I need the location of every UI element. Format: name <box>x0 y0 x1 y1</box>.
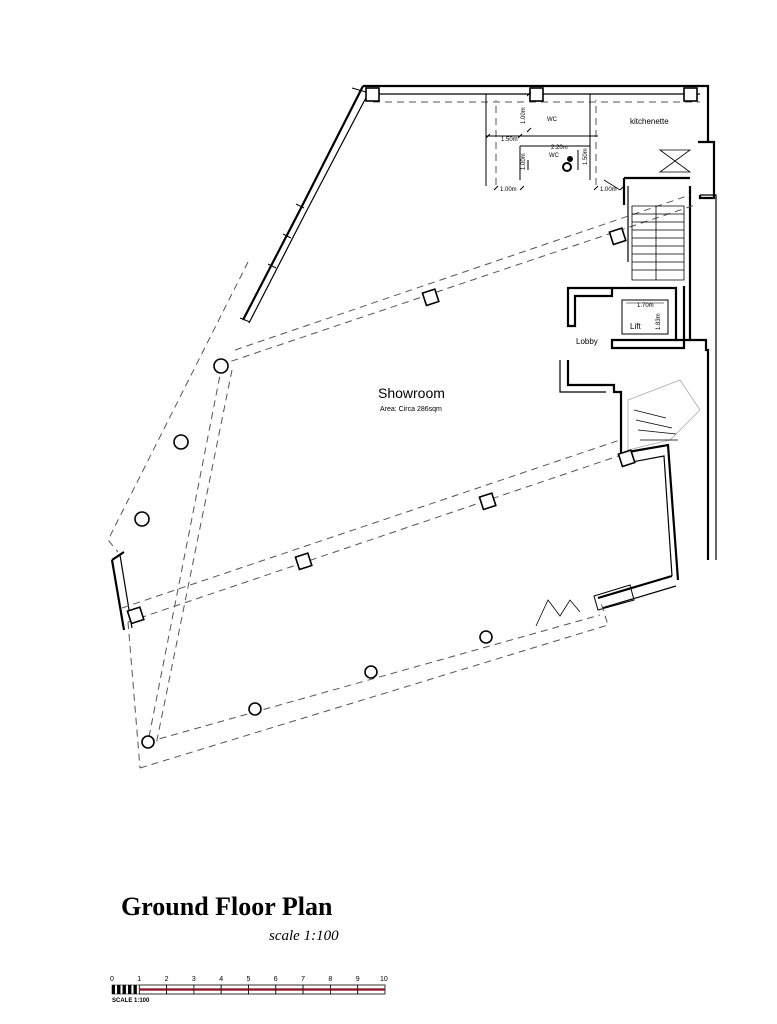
column-round <box>364 665 378 679</box>
stairs <box>627 149 701 451</box>
column-square <box>608 227 627 246</box>
scale-bar-subdivision <box>133 984 137 995</box>
scale-bar-subdivision <box>122 984 126 995</box>
room-label-showroom: Showroom <box>378 385 445 401</box>
dimension-wc-mid: 2.20m <box>551 145 568 151</box>
scale-bar-band <box>166 988 194 991</box>
column-round <box>479 630 493 644</box>
dimension-lift-depth: 1.83m <box>656 313 662 330</box>
scale-bar-tick-label: 8 <box>328 976 332 983</box>
dimension-labels: 1.00m 1.50m 2.20m 1.00m 1.50m 1.00m 1.00… <box>500 107 662 330</box>
dimension-wc-left-width: 1.50m <box>501 137 518 143</box>
scale-bar-subdivision <box>128 984 132 995</box>
scale-bar-tick-label: 5 <box>247 976 251 983</box>
column-square <box>478 492 497 511</box>
scale-bar-subdivision <box>111 984 115 995</box>
dashed-column-grid <box>107 100 700 769</box>
scale-bar-subdivision <box>117 984 121 995</box>
scale-bar-band <box>275 988 304 991</box>
scale-bar-subdivision <box>119 984 124 995</box>
room-label-kitchenette: kitchenette <box>630 117 669 126</box>
scale-bar-tick-label: 0 <box>110 976 114 983</box>
scale-bar-band <box>193 988 222 991</box>
column-square <box>529 87 544 102</box>
glazing-panels <box>239 87 635 611</box>
dimension-wc-width-top: 1.00m <box>521 107 527 124</box>
exterior-walls <box>110 84 717 631</box>
room-label-lobby: Lobby <box>576 337 598 346</box>
lift-shaft <box>621 299 669 335</box>
dimension-bottom-left: 1.00m <box>500 187 517 193</box>
scale-bar-subdivision <box>114 984 118 995</box>
column-square <box>126 606 145 625</box>
column-square <box>421 288 440 307</box>
scale-bar-band <box>303 988 331 991</box>
dimension-wc-left-low: 1.00m <box>521 153 527 170</box>
room-area-showroom: Area: Circa 286sqm <box>380 406 442 413</box>
columns <box>126 87 698 749</box>
dimension-bottom-right: 1.00m <box>600 187 617 193</box>
column-round <box>141 735 155 749</box>
scale-bar-subdivision <box>136 984 140 995</box>
room-label-wc-upper: WC <box>547 117 558 123</box>
accessible-wc-icon <box>562 156 573 172</box>
scale-bar-tick-label: 9 <box>356 976 360 983</box>
column-round <box>213 358 229 374</box>
column-square <box>683 87 698 102</box>
scale-bar-subdivision <box>130 984 135 995</box>
scale-bar-tick-label: 1 <box>137 976 141 983</box>
column-round <box>173 434 189 450</box>
dimension-lift-width: 1.70m <box>637 303 654 309</box>
plan-title: Ground Floor Plan <box>121 892 333 921</box>
scale-bar-tick-label: 4 <box>219 976 223 983</box>
scale-bar-band <box>221 988 249 991</box>
scale-bar-subdivision <box>125 984 129 995</box>
scale-bar-tick-label: 3 <box>192 976 196 983</box>
scale-bar-tick-label: 10 <box>380 976 388 983</box>
column-square <box>294 552 313 571</box>
scale-bar-band <box>330 988 358 991</box>
scale-bar-band <box>357 988 385 991</box>
room-label-lift: Lift <box>630 322 641 331</box>
column-round <box>248 702 262 716</box>
column-round <box>134 511 150 527</box>
plan-scale-note: scale 1:100 <box>269 928 339 944</box>
scale-bar-tick-label: 2 <box>165 976 169 983</box>
scale-bar-band <box>139 988 167 991</box>
room-label-wc-lower: WC <box>549 153 560 159</box>
dimension-ticks <box>485 91 625 191</box>
scale-bar-band <box>248 988 276 991</box>
column-square <box>365 87 380 102</box>
scale-bar-label: SCALE 1:100 <box>112 998 150 1004</box>
column-square <box>617 449 636 468</box>
wc-partitions <box>485 94 598 186</box>
scale-bar-tick-label: 7 <box>301 976 305 983</box>
scale-bar-tick-label: 6 <box>274 976 278 983</box>
scale-bar: 0 1 2 3 4 5 6 7 8 9 10 <box>110 976 388 995</box>
door-swings <box>535 179 621 627</box>
dimension-wc-right-low: 1.50m <box>583 148 589 165</box>
